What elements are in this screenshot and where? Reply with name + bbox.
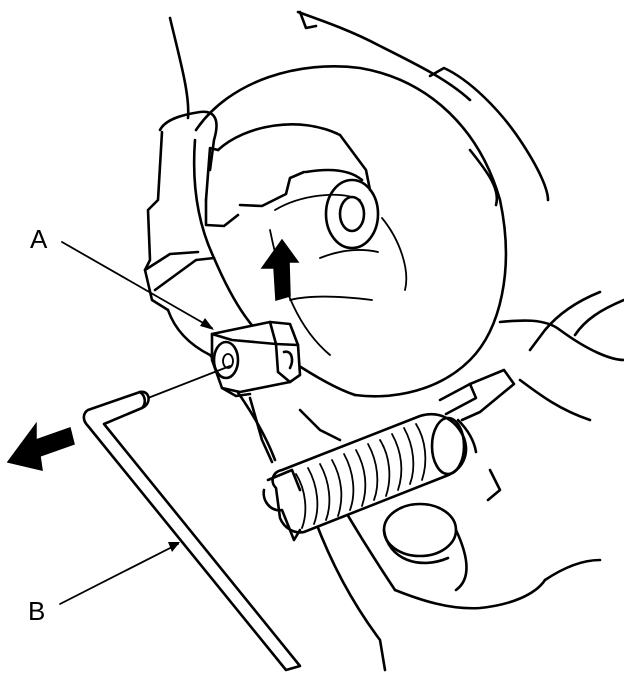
pin-rod-b xyxy=(82,390,302,672)
retainer-clip-a xyxy=(210,320,302,398)
callout-label-a: A xyxy=(30,224,48,254)
caliper-bracket xyxy=(143,110,602,672)
lower-boss xyxy=(382,502,468,592)
leader-arrowhead-a xyxy=(200,318,214,330)
bold-up-arrow-icon xyxy=(260,238,300,301)
leader-line-b xyxy=(59,543,179,605)
spring-assembly xyxy=(262,368,516,542)
spring-coils xyxy=(295,423,427,529)
bold-left-arrow-icon xyxy=(6,421,75,471)
leader-line-a xyxy=(61,241,213,329)
leader-arrowhead-b xyxy=(168,542,180,552)
housing-casting xyxy=(168,10,624,422)
callout-label-b: B xyxy=(28,596,46,626)
